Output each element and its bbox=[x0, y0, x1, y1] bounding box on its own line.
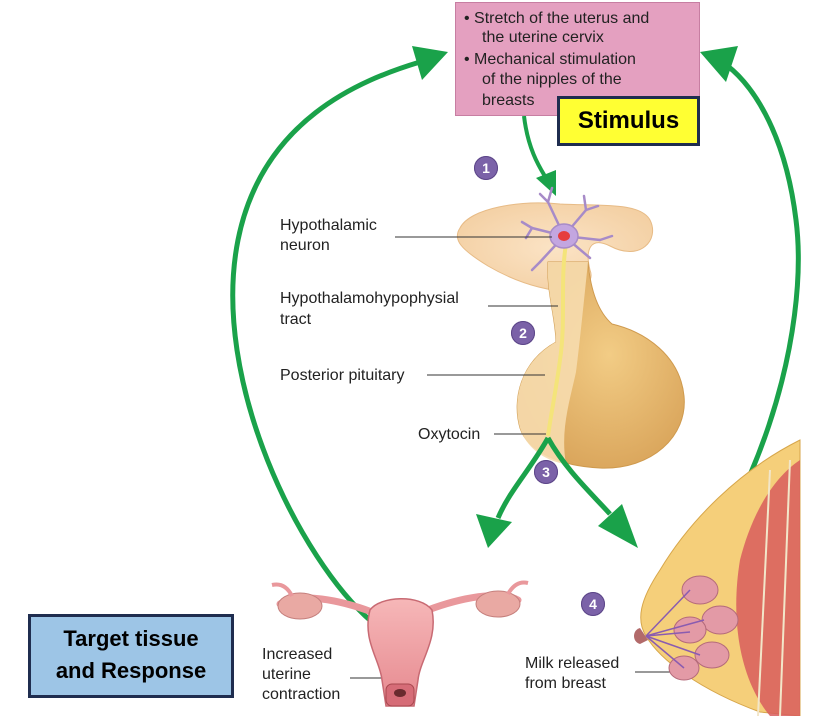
stimulus-line-4: of the nipples of the bbox=[482, 71, 622, 88]
breast-illustration bbox=[634, 439, 801, 716]
release-arrow-uterus bbox=[476, 436, 551, 548]
label-tract-1: Hypothalamohypophysial bbox=[280, 290, 459, 307]
pituitary-illustration bbox=[516, 261, 685, 469]
step-marker-2: 2 bbox=[511, 321, 535, 345]
stimulus-arrow bbox=[522, 115, 556, 196]
stimulus-line-2: the uterine cervix bbox=[482, 29, 604, 46]
target-tag-line-2: and Response bbox=[55, 658, 207, 683]
label-breast-1: Milk released bbox=[525, 655, 620, 672]
label-uterus-3: contraction bbox=[262, 686, 341, 703]
target-tag-line-1: Target tissue bbox=[63, 626, 199, 651]
label-tract-2: tract bbox=[280, 311, 312, 328]
label-hypothalamic-neuron-2: neuron bbox=[280, 237, 330, 254]
target-tissue-tag: Target tissue and Response bbox=[28, 614, 234, 698]
hypothalamic-neuron-illustration bbox=[520, 186, 614, 272]
stimulus-line-3: • Mechanical stimulation bbox=[464, 51, 636, 68]
step-marker-1: 1 bbox=[474, 156, 498, 180]
feedback-arrow-left bbox=[230, 46, 448, 624]
label-oxytocin: Oxytocin bbox=[418, 426, 481, 443]
label-posterior-pituitary: Posterior pituitary bbox=[280, 367, 405, 384]
stimulus-tag: Stimulus bbox=[557, 96, 700, 146]
tract-axon bbox=[546, 243, 568, 437]
uterus-illustration bbox=[271, 580, 529, 707]
release-arrow-breast bbox=[545, 436, 638, 548]
stimulus-line-1: • Stretch of the uterus and bbox=[464, 10, 650, 27]
label-hypothalamic-neuron-1: Hypothalamic bbox=[280, 217, 377, 234]
label-uterus-1: Increased bbox=[262, 646, 333, 663]
step-marker-4: 4 bbox=[581, 592, 605, 616]
label-uterus-2: uterine bbox=[262, 666, 311, 683]
stimulus-line-5: breasts bbox=[482, 92, 535, 109]
step-marker-3: 3 bbox=[534, 460, 558, 484]
label-breast-2: from breast bbox=[525, 675, 606, 692]
